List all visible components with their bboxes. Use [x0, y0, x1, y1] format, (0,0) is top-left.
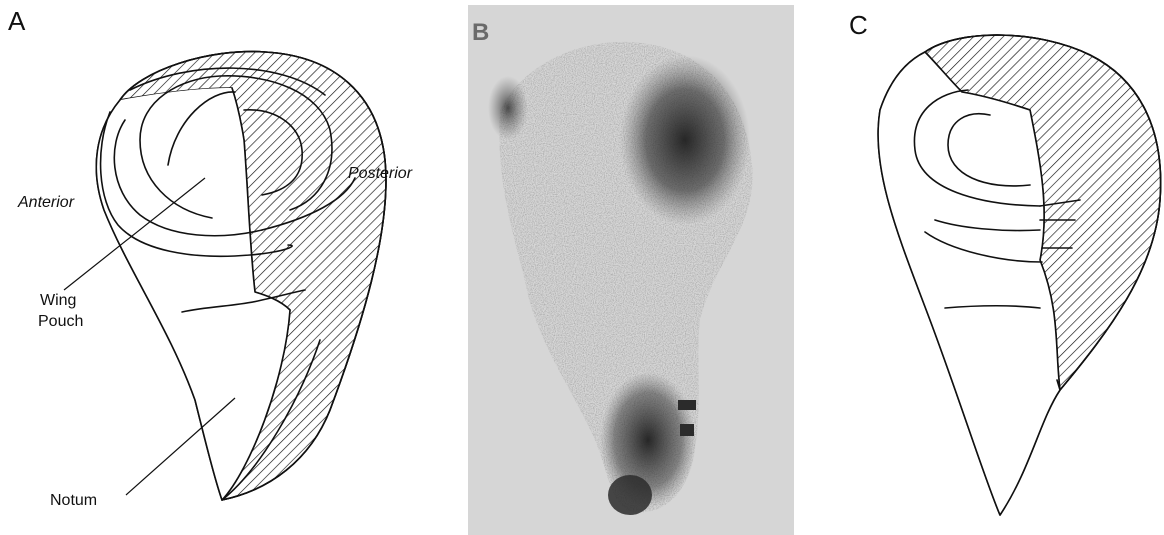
label-notum: Notum: [50, 492, 97, 509]
panel-a-drawing: [96, 52, 386, 500]
label-posterior: Posterior: [348, 165, 413, 182]
panel-c-drawing: [878, 35, 1161, 515]
panel-label-b: B: [472, 19, 489, 46]
label-anterior: Anterior: [17, 194, 75, 211]
label-wing-line2: Pouch: [38, 313, 83, 330]
panel-b-photo: [468, 5, 794, 535]
label-wing-line1: Wing: [40, 292, 76, 309]
stain-anterior-edge: [488, 76, 528, 140]
stain-posterior-region: [620, 55, 750, 225]
